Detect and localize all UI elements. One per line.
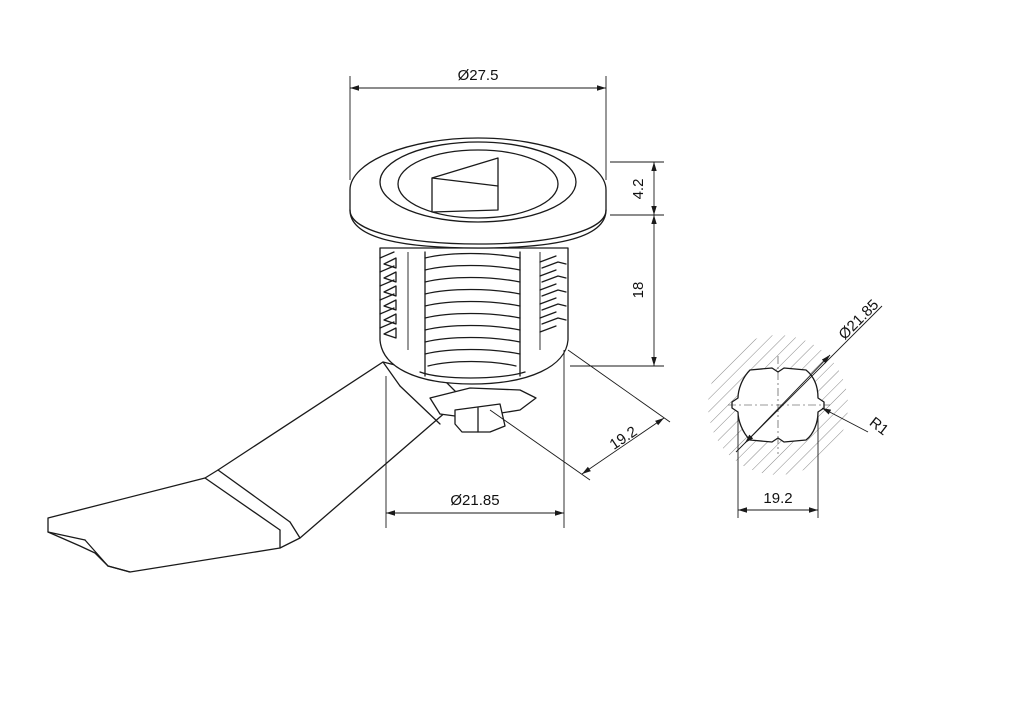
label-across-flats: 19.2 [607, 423, 641, 453]
cam-nut [429, 387, 537, 433]
threaded-body [379, 247, 569, 385]
label-section-diameter: Ø21.85 [835, 296, 882, 343]
dimension-flange-thickness: 4.2 [610, 161, 664, 216]
label-thread-diameter: Ø21.85 [450, 492, 499, 509]
dimension-flange-diameter: Ø27.5 [349, 67, 607, 180]
label-flange-diameter: Ø27.5 [458, 67, 499, 84]
dimension-thread-diameter: Ø21.85 [385, 350, 565, 528]
label-section-flats: 19.2 [763, 490, 792, 507]
label-corner-radius: R1 [866, 414, 892, 439]
dimension-section-flats: 19.2 [737, 412, 819, 518]
label-body-length: 18 [630, 282, 647, 299]
dimension-body-length: 18 [570, 215, 664, 367]
label-flange-thickness: 4.2 [630, 179, 647, 200]
flange [349, 137, 607, 249]
cam-arm [47, 361, 463, 573]
